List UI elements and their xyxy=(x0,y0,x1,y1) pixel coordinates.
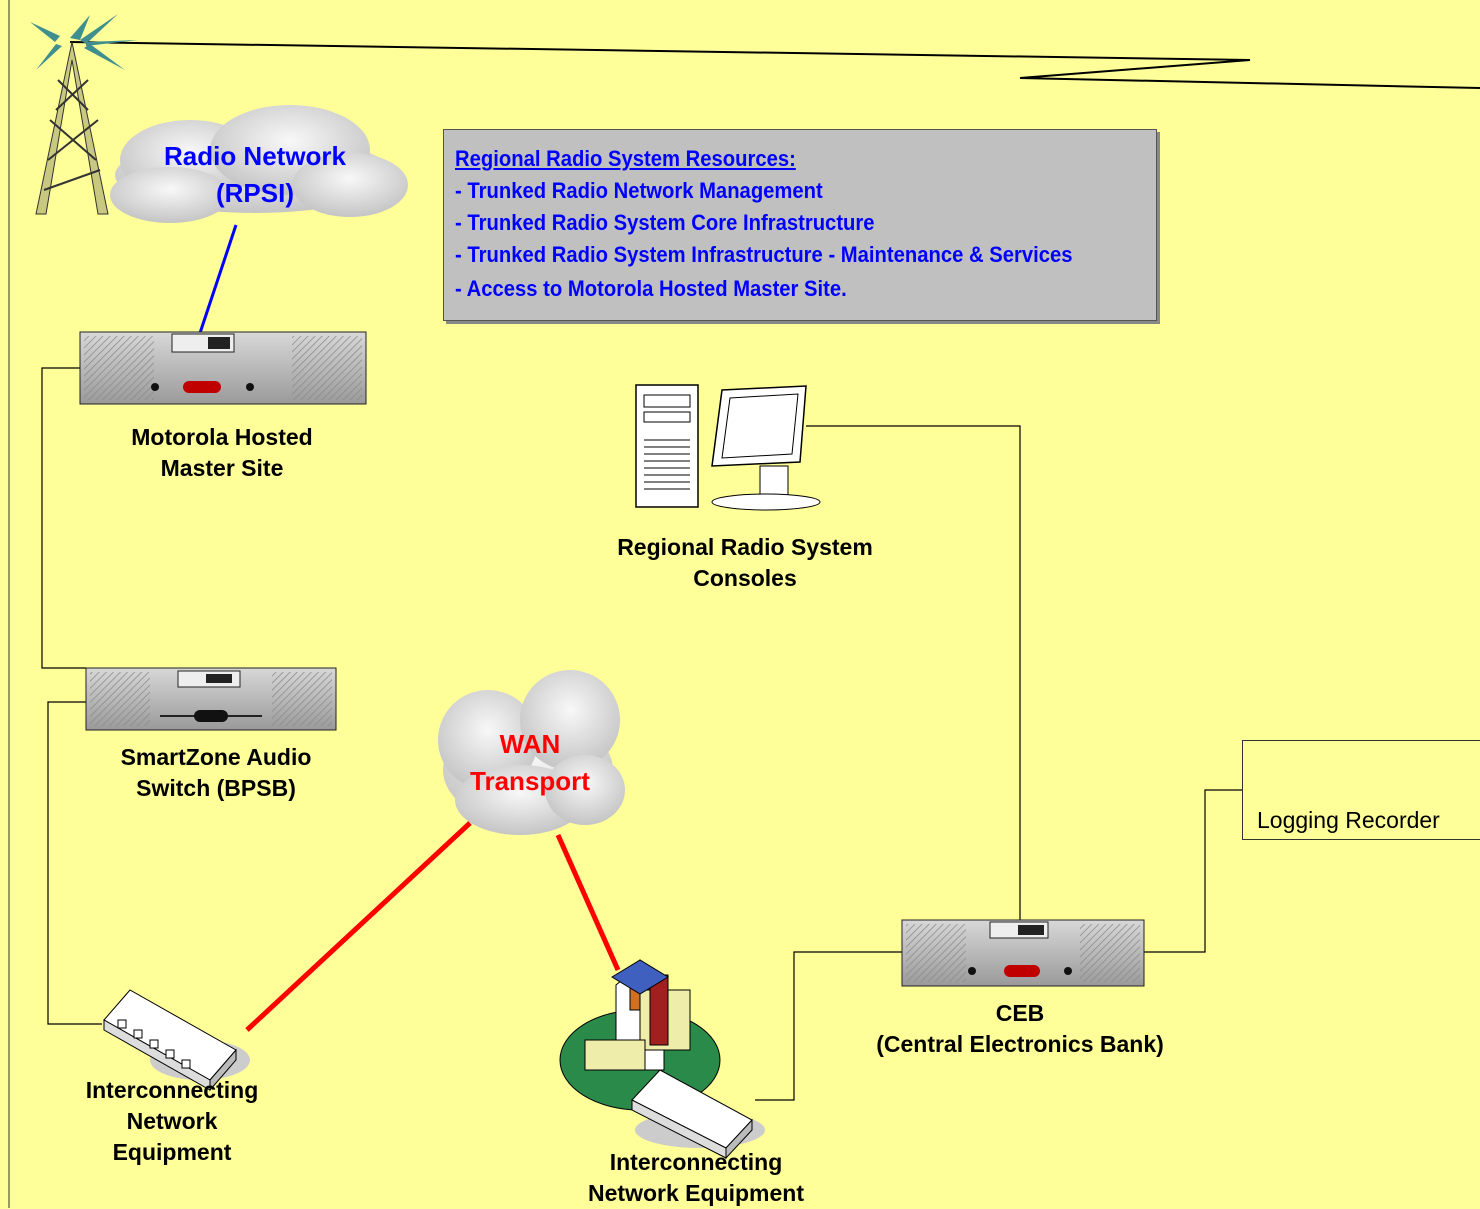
radio-network-cloud xyxy=(110,105,408,223)
master-site-label: Motorola Hosted Master Site xyxy=(72,422,372,484)
network-center-label: Interconnecting Network Equipment xyxy=(546,1147,846,1209)
ceb-line2: (Central Electronics Bank) xyxy=(876,1031,1164,1057)
audio-switch-label: SmartZone Audio Switch (BPSB) xyxy=(66,742,366,804)
resources-header: Regional Radio System Resources: xyxy=(455,146,796,171)
network-left-label: Interconnecting Network Equipment xyxy=(42,1075,302,1168)
audio-switch-line1: SmartZone Audio xyxy=(120,744,312,770)
consoles-label: Regional Radio System Consoles xyxy=(560,532,930,594)
connection-lines xyxy=(41,367,1242,1101)
wan-link-center xyxy=(555,833,621,972)
logging-recorder-label: Logging Recorder xyxy=(1257,807,1440,833)
consoles-line2: Consoles xyxy=(693,565,797,591)
radio-network-line2: (RPSI) xyxy=(216,178,294,208)
antenna-tower-icon xyxy=(30,14,138,215)
wan-transport-label: WAN Transport xyxy=(440,726,620,800)
radio-network-line1: Radio Network xyxy=(163,141,347,171)
network-left-line1: Interconnecting xyxy=(85,1077,259,1103)
workstation-icon xyxy=(635,384,821,511)
consoles-line1: Regional Radio System xyxy=(617,534,873,560)
wan-link-left xyxy=(245,821,472,1032)
network-switch-left-icon xyxy=(103,989,250,1092)
master-site-rack-icon xyxy=(79,331,367,405)
network-left-line3: Equipment xyxy=(112,1139,232,1165)
resources-item: - Access to Motorola Hosted Master Site. xyxy=(455,276,847,301)
audio-switch-rack-icon xyxy=(85,667,337,731)
ceb-rack-icon xyxy=(901,919,1145,987)
resources-box: Regional Radio System Resources: - Trunk… xyxy=(443,129,1157,321)
master-site-line1: Motorola Hosted xyxy=(131,424,313,450)
master-site-line2: Master Site xyxy=(160,455,284,481)
resources-item: - Trunked Radio System Infrastructure - … xyxy=(455,242,1073,267)
wan-cloud xyxy=(438,670,625,835)
audio-switch-line2: Switch (BPSB) xyxy=(136,775,296,801)
wan-line2: Transport xyxy=(470,766,590,796)
resources-item: - Trunked Radio Network Management xyxy=(455,178,823,203)
radio-network-label: Radio Network (RPSI) xyxy=(140,138,370,212)
resources-item: - Trunked Radio System Core Infrastructu… xyxy=(455,210,875,235)
network-center-line2: Network Equipment xyxy=(588,1180,804,1206)
ceb-line1: CEB xyxy=(995,1000,1045,1026)
ceb-label: CEB (Central Electronics Bank) xyxy=(840,998,1200,1060)
network-left-line2: Network xyxy=(126,1108,218,1134)
rf-link-line xyxy=(69,41,1480,89)
logging-recorder-box: Logging Recorder xyxy=(1242,740,1480,840)
wan-line1: WAN xyxy=(499,729,561,759)
building-switch-icon xyxy=(559,959,765,1160)
radio-link-line xyxy=(198,224,238,334)
network-center-line1: Interconnecting xyxy=(609,1149,783,1175)
